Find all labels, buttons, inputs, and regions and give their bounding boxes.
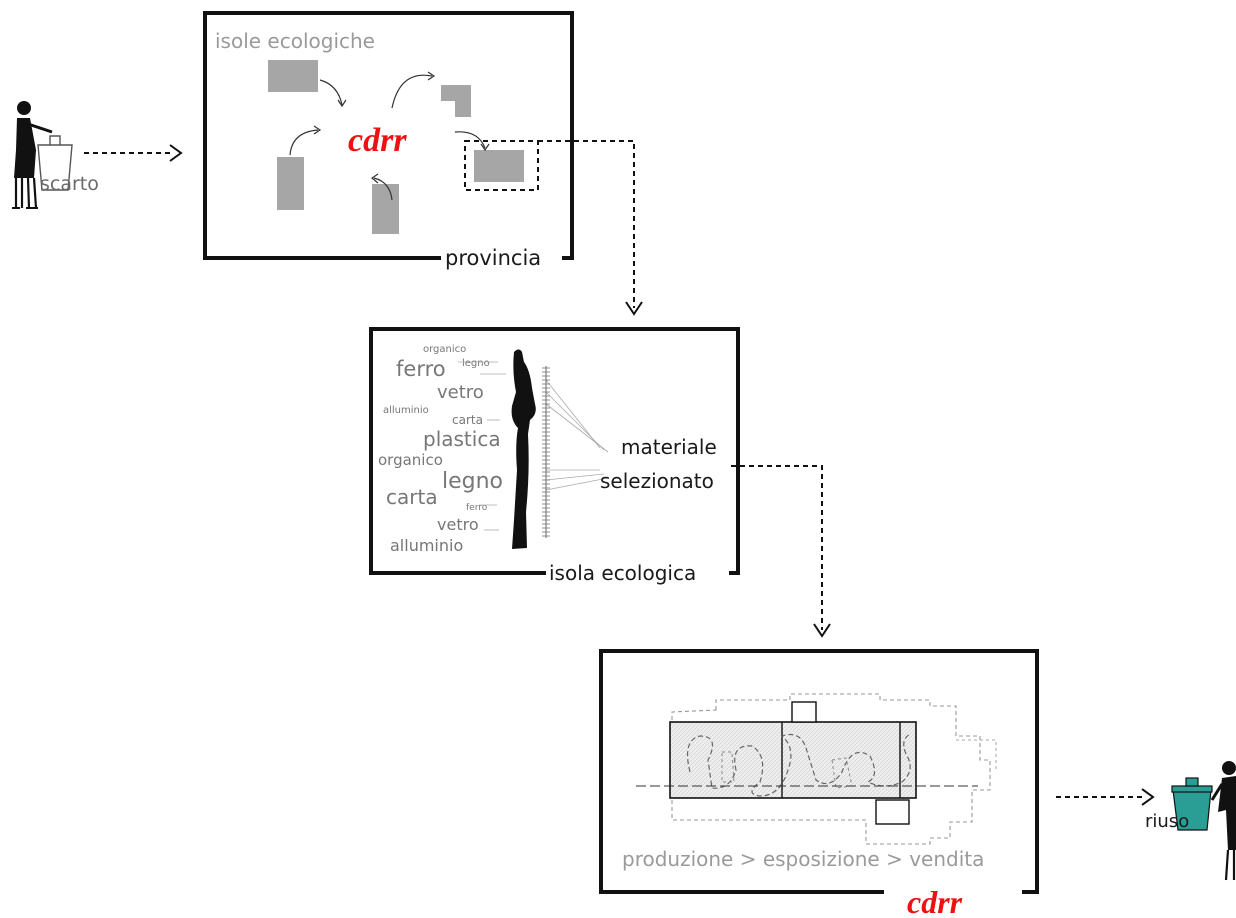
isola-ecologica-label: isola ecologica [549, 561, 696, 585]
person-with-bin-icon [1210, 761, 1236, 881]
material-word: organico [378, 451, 443, 469]
ecological-island-3 [277, 157, 304, 210]
materiale-label: materiale [621, 435, 717, 459]
selezionato-label: selezionato [600, 469, 714, 493]
ecological-island-5 [474, 150, 524, 182]
cdrr-corner-label: cdrr [907, 884, 963, 918]
ecological-island-1 [268, 60, 318, 92]
selected-island-highlight [464, 140, 539, 191]
arrow-to-island [538, 140, 643, 316]
material-word: carta [452, 413, 483, 427]
province-title: isole ecologiche [215, 29, 375, 53]
material-word: ferro [396, 357, 446, 381]
material-word: plastica [423, 427, 501, 451]
province-box: isole ecologiche provincia [203, 11, 574, 270]
material-word: vetro [437, 515, 479, 534]
island-box: isola ecologica organico legno ferro vet… [369, 327, 740, 585]
material-word: vetro [437, 382, 484, 403]
process-caption: produzione > esposizione > vendita [622, 847, 984, 871]
material-word: legno [442, 469, 503, 494]
arrow-to-province [84, 144, 183, 162]
material-word: carta [386, 485, 438, 509]
person-with-bag-icon [12, 101, 73, 209]
material-word: ferro [466, 503, 488, 513]
ecological-island-2 [441, 85, 471, 117]
human-silhouette-icon [511, 349, 536, 549]
material-word: organico [423, 344, 466, 355]
material-word: alluminio [390, 536, 463, 555]
material-words: organico legno ferro vetro alluminio car… [378, 344, 503, 555]
riuso-label: riuso [1145, 811, 1189, 832]
recycling-bin-icon [1171, 777, 1213, 831]
ecological-island-4 [372, 184, 399, 234]
cdrr-center-label: cdrr [348, 122, 407, 159]
arrow-to-cdrr [731, 465, 831, 638]
material-word: alluminio [383, 405, 429, 416]
material-word: legno [462, 358, 490, 369]
cdrr-box: produzione > esposizione > vendita [599, 649, 1039, 894]
leader-lines [458, 361, 609, 531]
scarto-label: scarto [40, 173, 99, 195]
ruler [542, 366, 550, 538]
provincia-label: provincia [445, 246, 541, 270]
arrow-to-reuse [1056, 788, 1155, 806]
